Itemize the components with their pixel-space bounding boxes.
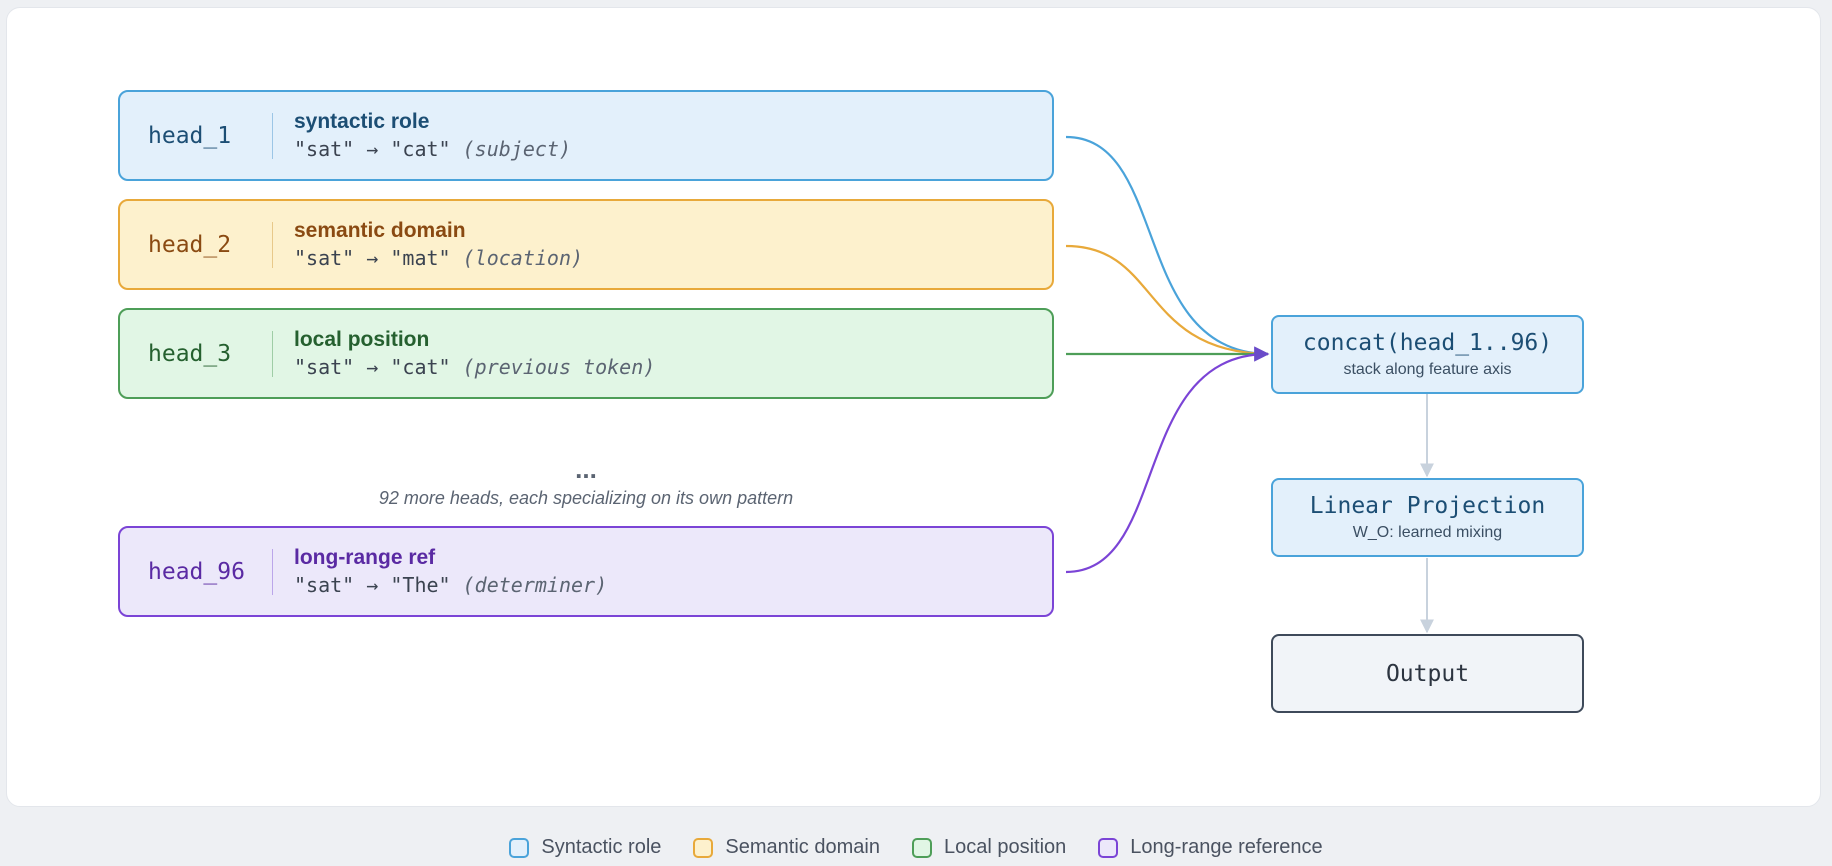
legend-label: Semantic domain	[725, 836, 880, 858]
head-detail: "sat" → "cat" (previous token)	[294, 355, 655, 379]
head-note: (location)	[462, 246, 584, 270]
head-arrow: →	[366, 246, 379, 270]
head-arrow: →	[366, 137, 379, 161]
legend-swatch	[509, 837, 530, 858]
head-from-token: "sat"	[294, 137, 355, 161]
head-note: (determiner)	[462, 573, 608, 597]
head-detail: "sat" → "mat" (location)	[294, 246, 583, 270]
head-body: long-range ref "sat" → "The" (determiner…	[273, 546, 607, 597]
head-from-token: "sat"	[294, 355, 355, 379]
head-name: head_2	[148, 231, 232, 258]
head-note: (previous token)	[462, 355, 656, 379]
head-name: head_1	[148, 122, 232, 149]
projection-subtitle: W_O: learned mixing	[1352, 524, 1503, 541]
legend-swatch	[911, 837, 932, 858]
legend-swatch	[1098, 837, 1119, 858]
connector-head-2	[1065, 244, 1269, 356]
head-name: head_3	[148, 340, 232, 367]
head-arrow: →	[366, 573, 379, 597]
legend: Syntactic role Semantic domain Local pos…	[0, 836, 1832, 859]
head-box-96: head_96 long-range ref "sat" → "The" (de…	[118, 526, 1054, 617]
linear-projection-box: Linear Projection W_O: learned mixing	[1271, 478, 1584, 557]
head-title: semantic domain	[294, 219, 466, 242]
concat-subtitle: stack along feature axis	[1343, 361, 1512, 378]
head-separator	[272, 221, 273, 268]
connector-head-96	[1065, 346, 1270, 574]
head-detail: "sat" → "cat" (subject)	[294, 137, 571, 161]
head-separator	[272, 112, 273, 159]
projection-title: Linear Projection	[1309, 493, 1546, 519]
legend-label: Syntactic role	[541, 836, 662, 858]
head-detail: "sat" → "The" (determiner)	[294, 573, 607, 597]
head-title: syntactic role	[294, 110, 430, 133]
more-heads-ellipsis: ...	[575, 454, 597, 484]
legend-label: Local position	[943, 836, 1067, 858]
more-heads-note: 92 more heads, each specializing on its …	[378, 488, 794, 508]
head-title: long-range ref	[294, 546, 436, 569]
head-from-token: "sat"	[294, 573, 355, 597]
output-title: Output	[1385, 660, 1470, 687]
legend-item-semantic: Semantic domain	[693, 836, 880, 859]
head-from-token: "sat"	[294, 246, 355, 270]
head-to-token: "cat"	[390, 355, 451, 379]
head-separator	[272, 548, 273, 595]
concat-box: concat(head_1..96) stack along feature a…	[1271, 315, 1584, 394]
legend-item-long-range: Long-range reference	[1098, 836, 1323, 859]
head-body: semantic domain "sat" → "mat" (location)	[273, 219, 583, 270]
output-box: Output	[1271, 634, 1584, 713]
legend-swatch	[693, 837, 714, 858]
head-name: head_96	[148, 558, 245, 585]
head-arrow: →	[366, 355, 379, 379]
head-body: local position "sat" → "cat" (previous t…	[273, 328, 655, 379]
connector-head-1	[1065, 135, 1269, 356]
legend-item-local: Local position	[911, 836, 1067, 859]
head-to-token: "cat"	[390, 137, 451, 161]
head-to-token: "The"	[390, 573, 451, 597]
legend-item-syntactic: Syntactic role	[509, 836, 661, 859]
legend-label: Long-range reference	[1130, 836, 1323, 858]
head-box-2: head_2 semantic domain "sat" → "mat" (lo…	[118, 199, 1054, 290]
head-box-3: head_3 local position "sat" → "cat" (pre…	[118, 308, 1054, 399]
head-note: (subject)	[462, 137, 571, 161]
concat-title: concat(head_1..96)	[1302, 330, 1553, 356]
head-box-1: head_1 syntactic role "sat" → "cat" (sub…	[118, 90, 1054, 181]
head-body: syntactic role "sat" → "cat" (subject)	[273, 110, 571, 161]
head-to-token: "mat"	[390, 246, 451, 270]
head-title: local position	[294, 328, 430, 351]
head-separator	[272, 330, 273, 377]
